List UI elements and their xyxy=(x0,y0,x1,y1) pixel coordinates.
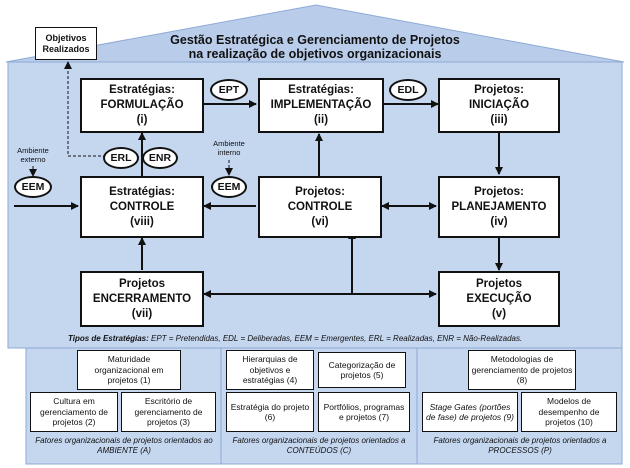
label-ambiente-externo: Ambiente externo xyxy=(17,146,49,164)
node-iniciacao-l2: INICIAÇÃO xyxy=(468,99,530,111)
oval-enr: ENR xyxy=(142,147,178,169)
node-controle-estrategias[interactable]: Estratégias: CONTROLE (viii) xyxy=(80,176,204,238)
label-ambiente-interno: Ambiente interno xyxy=(213,139,245,157)
node-implementacao-l3: (ii) xyxy=(313,114,329,126)
diagram-title-line2: na realização de objetivos organizaciona… xyxy=(188,47,442,61)
arrow-erl-objetivos xyxy=(64,61,106,157)
node-controle-proj-l3: (vi) xyxy=(311,215,329,228)
node-controle-est-l1: Estratégias: xyxy=(109,185,175,198)
node-formulacao[interactable]: Estratégias: FORMULAÇÃO (i) xyxy=(80,78,204,133)
node-execucao-l2: EXECUÇÃO xyxy=(466,292,532,305)
node-iniciacao-l1: Projetos: xyxy=(474,84,524,96)
node-encerramento-l1: Projetos xyxy=(118,277,165,290)
node-formulacao-l1: Estratégias: xyxy=(109,84,175,96)
factor-7: Portfólios, programas e projetos (7) xyxy=(318,392,410,432)
oval-eem-externo: EEM xyxy=(14,176,52,198)
node-encerramento[interactable]: Projetos ENCERRAMENTO (vii) xyxy=(80,271,204,327)
node-controle-projetos[interactable]: Projetos: CONTROLE (vi) xyxy=(258,176,382,238)
node-controle-proj-l1: Projetos: xyxy=(295,185,345,198)
legend-prefix: Tipos de Estratégias: xyxy=(68,334,149,343)
oval-ept: EPT xyxy=(210,79,248,101)
node-controle-est-l3: (viii) xyxy=(130,215,154,228)
node-iniciacao-l3: (iii) xyxy=(490,114,508,126)
node-formulacao-l2: FORMULAÇÃO xyxy=(100,99,184,111)
oval-edl: EDL xyxy=(389,79,427,101)
node-execucao-l3: (v) xyxy=(491,307,507,320)
factor-10: Modelos de desempenho de projetos (10) xyxy=(521,392,617,432)
oval-erl: ERL xyxy=(103,147,139,169)
objetivos-realizados-label: Objetivos Realizados xyxy=(42,32,90,54)
node-encerramento-l3: (vii) xyxy=(131,307,153,320)
factor-8: Metodologias de gerenciamento de projeto… xyxy=(468,350,576,390)
legend: Tipos de Estratégias: EPT = Pretendidas,… xyxy=(68,334,588,343)
node-planejamento-l2: PLANEJAMENTO xyxy=(451,200,547,213)
node-implementacao-l1: Estratégias: xyxy=(288,84,354,96)
factor-9: Stage Gates (portões de fase) de projeto… xyxy=(422,392,518,432)
node-implementacao-l2: IMPLEMENTAÇÃO xyxy=(270,99,372,111)
node-planejamento-l1: Projetos: xyxy=(474,185,524,198)
footer-conteudos: Fatores organizacionais de projetos orie… xyxy=(232,436,406,455)
node-implementacao[interactable]: Estratégias: IMPLEMENTAÇÃO (ii) xyxy=(258,78,384,133)
node-execucao-l1: Projetos xyxy=(475,277,522,290)
footer-ambiente: Fatores organizacionais de projetos orie… xyxy=(35,436,213,455)
objetivos-realizados-box: Objetivos Realizados xyxy=(35,27,97,60)
node-iniciacao[interactable]: Projetos: INICIAÇÃO (iii) xyxy=(438,78,560,133)
node-controle-est-l2: CONTROLE xyxy=(109,200,175,213)
factor-5: Categorização de projetos (5) xyxy=(318,352,406,388)
node-formulacao-l3: (i) xyxy=(136,114,148,126)
node-controle-proj-l2: CONTROLE xyxy=(287,200,353,213)
factor-2: Cultura em gerenciamento de projetos (2) xyxy=(30,392,118,432)
oval-eem-interno: EEM xyxy=(211,176,247,198)
factor-1: Maturidade organizacional em projetos (1… xyxy=(77,350,181,390)
node-planejamento[interactable]: Projetos: PLANEJAMENTO (iv) xyxy=(438,176,560,238)
factor-4: Hierarquias de objetivos e estratégias (… xyxy=(226,350,314,390)
footer-processos: Fatores organizacionais de projetos orie… xyxy=(433,436,607,455)
node-execucao[interactable]: Projetos EXECUÇÃO (v) xyxy=(438,271,560,327)
legend-text: EPT = Pretendidas, EDL = Deliberadas, EE… xyxy=(151,334,523,343)
factor-3: Escritório de gerenciamento de projetos … xyxy=(121,392,216,432)
factor-6: Estratégia do projeto (6) xyxy=(226,392,314,432)
diagram-title-line1: Gestão Estratégica e Gerenciamento de Pr… xyxy=(170,33,460,47)
node-encerramento-l2: ENCERRAMENTO xyxy=(92,292,192,305)
node-planejamento-l3: (iv) xyxy=(490,215,508,228)
